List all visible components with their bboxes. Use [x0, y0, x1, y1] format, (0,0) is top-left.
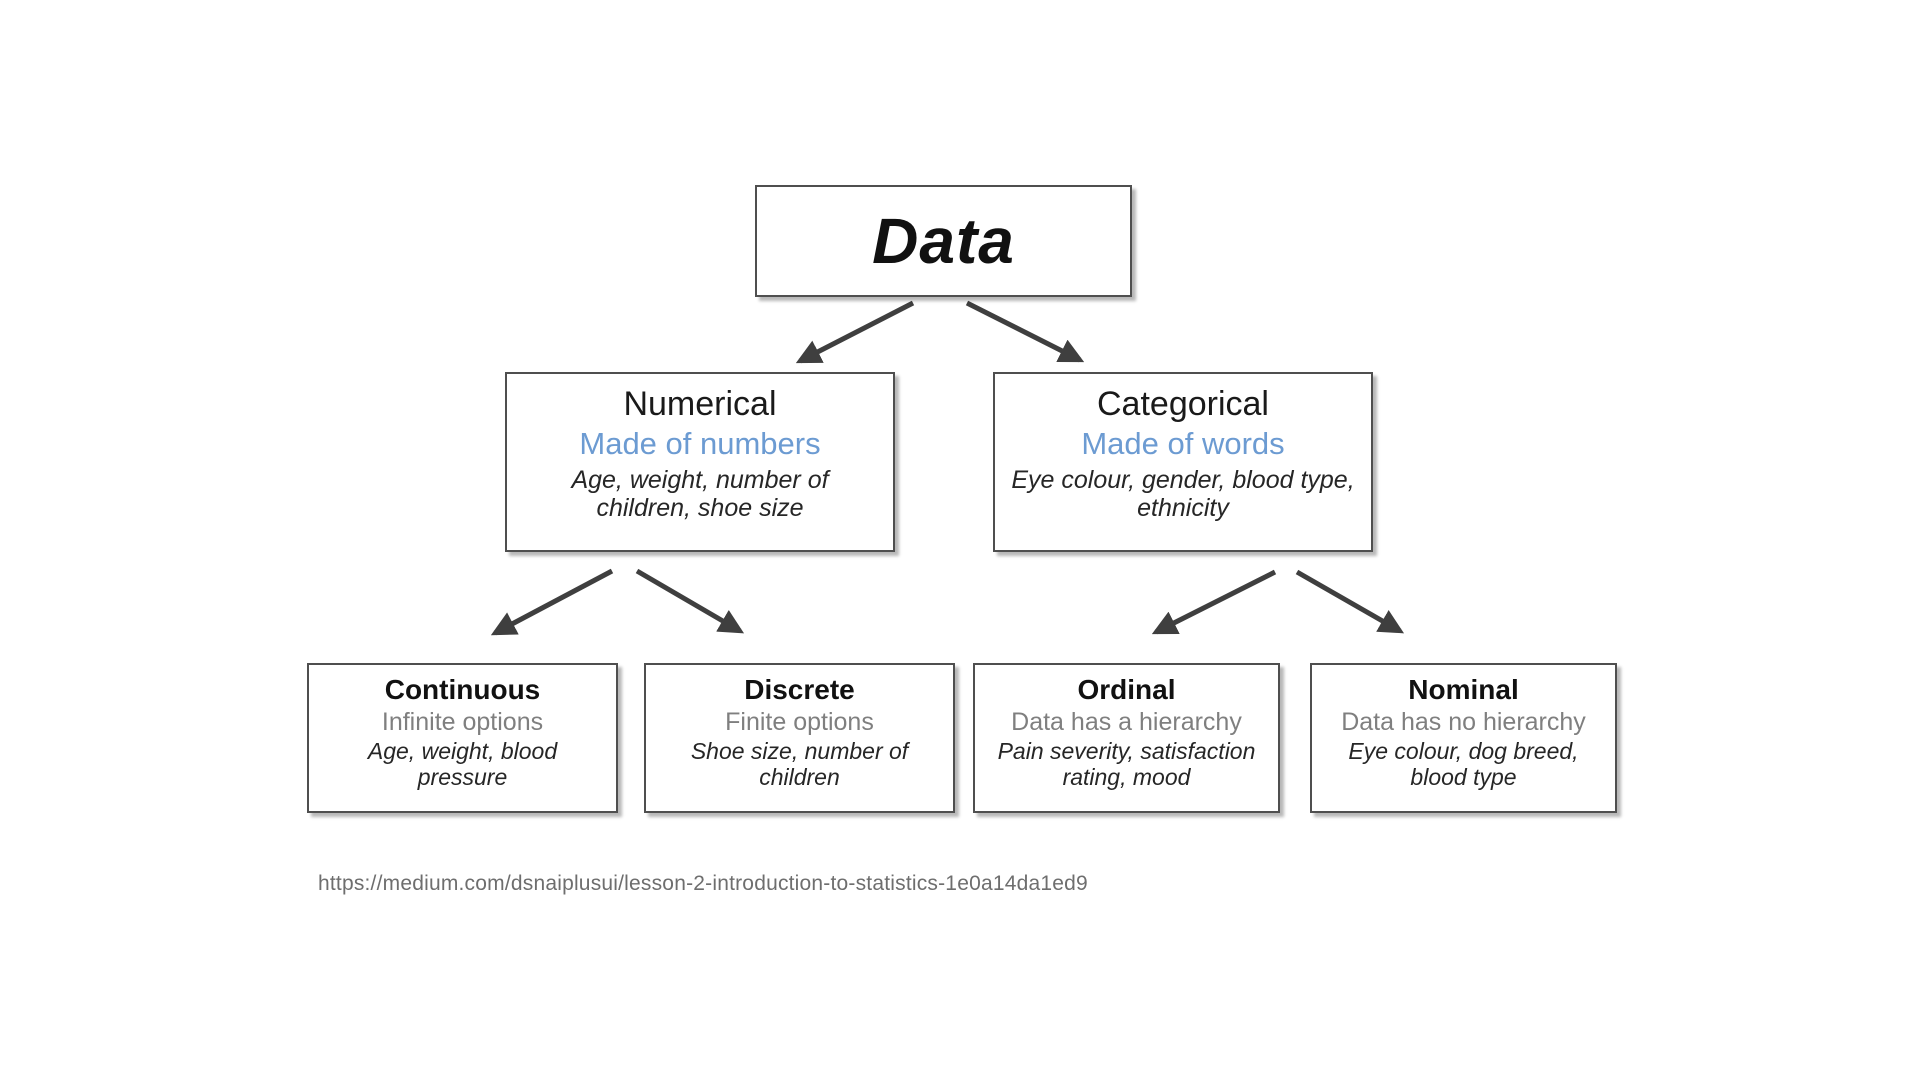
- node-continuous-title: Continuous: [384, 674, 541, 705]
- examples-line: Shoe size, number of: [690, 737, 909, 764]
- node-discrete-title: Discrete: [744, 674, 855, 705]
- node-categorical-examples: Eye colour, gender, blood type, ethnicit…: [1011, 466, 1354, 524]
- examples-line: children, shoe size: [596, 494, 804, 523]
- node-data-title: Data: [872, 205, 1015, 277]
- node-discrete: Discrete Finite options Shoe size, numbe…: [644, 663, 955, 813]
- node-discrete-examples: Shoe size, number of children: [691, 738, 908, 791]
- node-data: Data: [755, 185, 1132, 297]
- examples-line: rating, mood: [1062, 764, 1191, 791]
- examples-line: Pain severity, satisfaction: [997, 737, 1256, 764]
- node-continuous-examples: Age, weight, blood pressure: [368, 738, 557, 791]
- node-numerical-subtitle: Made of numbers: [579, 425, 821, 461]
- node-ordinal-title: Ordinal: [1077, 674, 1176, 705]
- arrow-data-to-numerical: [795, 300, 915, 364]
- node-discrete-subtitle: Finite options: [725, 707, 874, 736]
- node-categorical-title: Categorical: [1097, 385, 1269, 423]
- node-numerical: Numerical Made of numbers Age, weight, n…: [505, 372, 895, 552]
- node-continuous-subtitle: Infinite options: [381, 707, 544, 736]
- examples-line: Eye colour, gender, blood type,: [1011, 465, 1355, 494]
- examples-line: pressure: [417, 764, 508, 791]
- source-url-text: https://medium.com/dsnaiplusui/lesson-2-…: [318, 872, 1088, 895]
- node-nominal-title: Nominal: [1408, 674, 1519, 705]
- node-ordinal: Ordinal Data has a hierarchy Pain severi…: [973, 663, 1280, 813]
- arrow-categorical-to-nominal: [1295, 569, 1405, 634]
- examples-line: children: [759, 764, 840, 791]
- node-continuous: Continuous Infinite options Age, weight,…: [307, 663, 618, 813]
- node-numerical-title: Numerical: [623, 385, 777, 423]
- arrow-categorical-to-ordinal: [1151, 569, 1277, 635]
- node-numerical-examples: Age, weight, number of children, shoe si…: [571, 466, 828, 524]
- node-categorical-subtitle: Made of words: [1081, 425, 1285, 461]
- node-nominal-subtitle: Data has no hierarchy: [1341, 707, 1586, 736]
- arrow-data-to-categorical: [965, 300, 1085, 363]
- arrow-numerical-to-continuous: [490, 568, 614, 636]
- examples-line: Age, weight, blood: [367, 737, 558, 764]
- node-ordinal-examples: Pain severity, satisfaction rating, mood: [998, 738, 1256, 791]
- node-ordinal-subtitle: Data has a hierarchy: [1011, 707, 1242, 736]
- node-nominal: Nominal Data has no hierarchy Eye colour…: [1310, 663, 1617, 813]
- examples-line: ethnicity: [1137, 494, 1229, 523]
- node-categorical: Categorical Made of words Eye colour, ge…: [993, 372, 1373, 552]
- examples-line: blood type: [1410, 764, 1517, 791]
- node-nominal-examples: Eye colour, dog breed, blood type: [1348, 738, 1578, 791]
- arrow-numerical-to-discrete: [635, 568, 745, 634]
- examples-line: Eye colour, dog breed,: [1348, 737, 1579, 764]
- examples-line: Age, weight, number of: [571, 465, 829, 494]
